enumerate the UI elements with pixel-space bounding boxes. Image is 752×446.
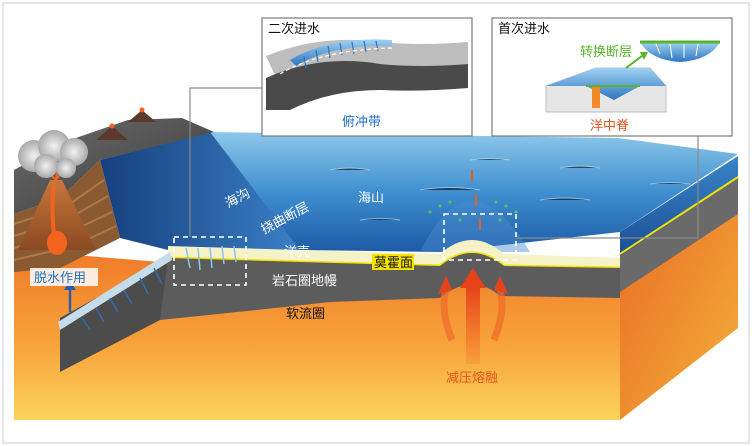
- dehydration-label-bg: [30, 268, 98, 286]
- label-seamount: 海山: [358, 191, 384, 206]
- block-side-lithosphere: [620, 176, 738, 292]
- inset-first-influx: [491, 17, 733, 137]
- inset-second-influx-caption: 俯冲带: [342, 114, 381, 130]
- lithospheric-mantle: [60, 253, 620, 336]
- small-volcano-2-vent: [139, 107, 145, 113]
- ridge-highlight: [443, 213, 517, 261]
- block-side-moho-line: [619, 176, 739, 255]
- sea-surface: [168, 132, 738, 252]
- label-decompression-melting: 减压熔融: [446, 371, 498, 386]
- label-asthenosphere: 软流圈: [286, 307, 325, 322]
- inset-first-influx-top-label: 转换断层: [580, 45, 632, 60]
- leader-line-left: [189, 87, 262, 237]
- sea-wave-streaks: [329, 158, 691, 221]
- ridge-axis-marks: [471, 170, 481, 230]
- moho-label-highlight: [372, 254, 414, 270]
- volcano-cone: [18, 180, 96, 250]
- slab-fault-ticks: [81, 267, 163, 331]
- inset-first-influx-caption: 洋中脊: [590, 119, 629, 134]
- label-moho: 莫霍面: [374, 256, 413, 271]
- subducting-slab: [60, 258, 168, 372]
- volcanic-smoke: [18, 130, 88, 178]
- slab-crust-stripe: [58, 252, 172, 330]
- trench-water: [100, 132, 300, 250]
- inset-second-influx: [261, 17, 473, 137]
- decompression-arrows: [438, 268, 508, 364]
- magma-chamber: [47, 231, 67, 255]
- small-volcano-2: [128, 110, 156, 122]
- small-volcano-1-vent: [109, 123, 115, 129]
- small-volcano-1: [96, 126, 128, 140]
- bending-fault-lines: [185, 245, 237, 271]
- block-side-sea: [620, 156, 738, 256]
- leader-line-right: [516, 136, 699, 239]
- inset-first-influx-title: 首次进水: [498, 21, 550, 37]
- label-dehydration: 脱水作用: [34, 271, 86, 286]
- inset-second-influx-title: 二次进水: [268, 21, 320, 37]
- ridge-hydration-dots: [428, 200, 518, 222]
- block-side-mantle: [620, 190, 738, 420]
- label-lithospheric-mantle: 岩石圈地幔: [272, 274, 337, 289]
- subduction-zone-highlight: [173, 236, 247, 286]
- label-oceanic-crust: 洋壳: [284, 245, 310, 260]
